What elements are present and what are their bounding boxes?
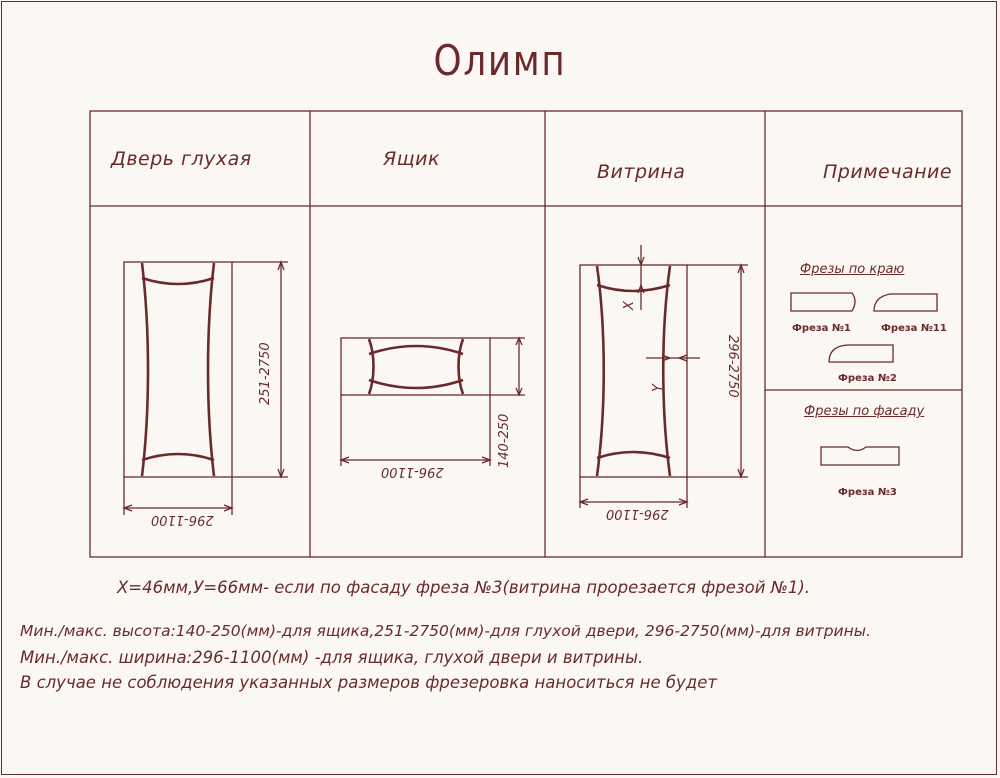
- door-width-label: 296-1100: [151, 512, 214, 527]
- y-mark-label: Y: [651, 384, 666, 392]
- column-header-door: Дверь глухая: [111, 148, 252, 170]
- note-line-4: В случае не соблюдения указанных размеро…: [20, 673, 717, 692]
- column-header-showcase: Витрина: [597, 161, 686, 183]
- drawer-drawing: [339, 336, 525, 466]
- cutter-2-label: Фреза №2: [838, 373, 897, 384]
- cutter-1-label: Фреза №1: [792, 323, 851, 334]
- cutter-11-label: Фреза №11: [881, 323, 947, 334]
- door-drawing: [122, 260, 288, 515]
- door-height-label: 251-2750: [258, 342, 273, 405]
- note-line-1: X=46мм,У=66мм- если по фасаду фреза №3(в…: [117, 578, 811, 597]
- table-grid: [89, 110, 963, 558]
- drawer-height-label: 140-250: [497, 413, 512, 468]
- note-line-3: Мин./макс. ширина:296-1100(мм) -для ящик…: [20, 648, 644, 667]
- showcase-height-label: 296-2750: [725, 335, 740, 398]
- x-mark-label: X: [622, 301, 637, 310]
- cutter-3-label: Фреза №3: [838, 487, 897, 498]
- showcase-width-label: 296-1100: [606, 506, 669, 521]
- drawer-width-label: 296-1100: [381, 464, 444, 479]
- column-header-drawer: Ящик: [383, 148, 440, 170]
- face-cutters-title: Фрезы по фасаду: [804, 404, 925, 419]
- page-title: Олимп: [433, 36, 567, 85]
- column-header-note: Примечание: [823, 161, 953, 183]
- edge-cutters-title: Фрезы по краю: [800, 262, 905, 277]
- note-line-2: Мин./макс. высота:140-250(мм)-для ящика,…: [20, 622, 871, 640]
- showcase-drawing: [578, 245, 748, 508]
- cutter-profiles: [790, 292, 938, 466]
